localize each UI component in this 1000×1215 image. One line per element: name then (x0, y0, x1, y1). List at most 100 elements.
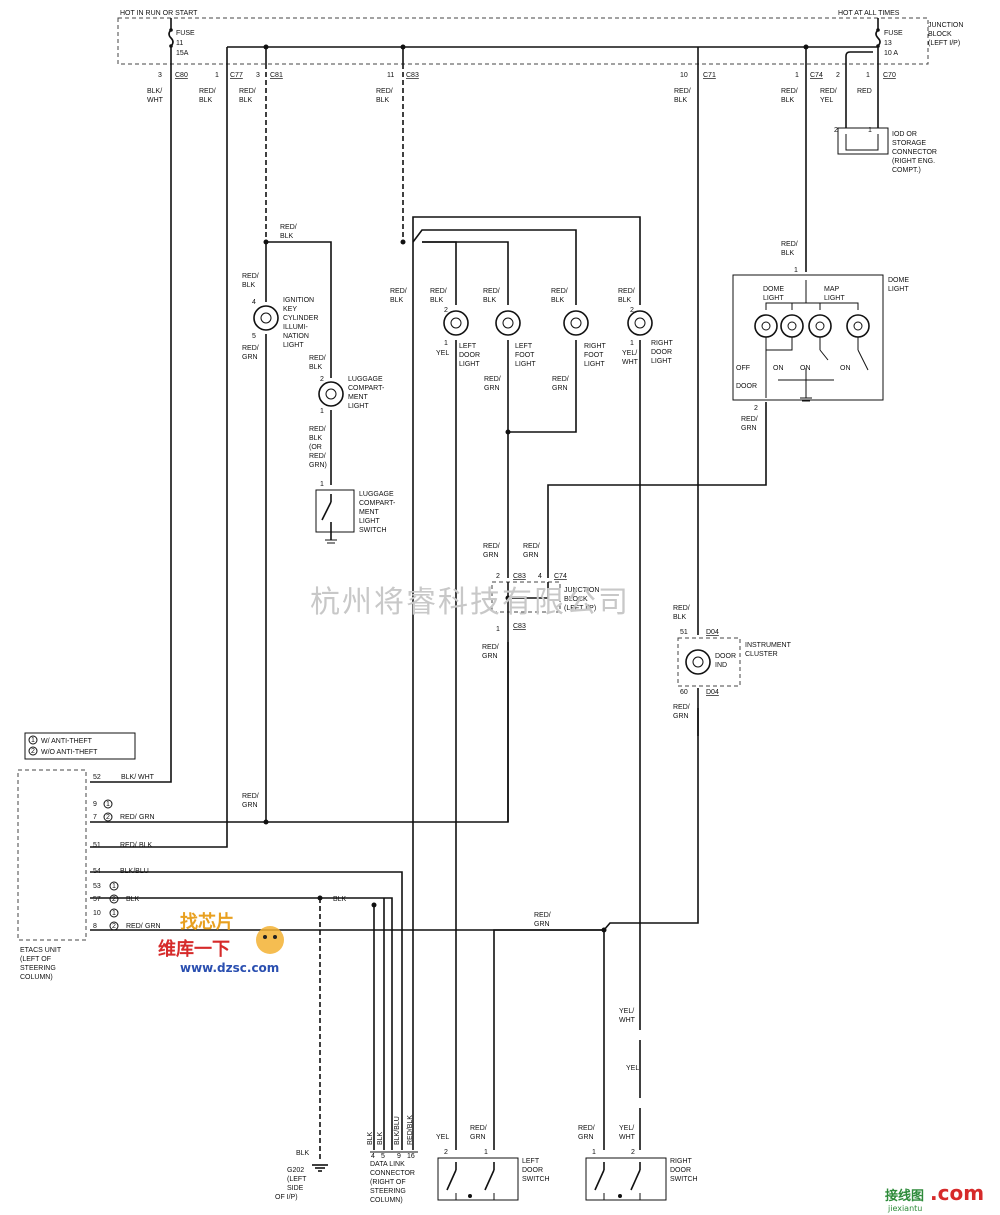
svg-text:STEERING: STEERING (20, 965, 56, 972)
svg-text:1: 1 (320, 481, 324, 488)
wire-yelwht-2: WHT (619, 1017, 636, 1024)
wire-yelwht-b1: YEL/ (619, 1125, 634, 1132)
svg-text:LIGHT: LIGHT (359, 518, 380, 525)
wire-blk-wht-2: WHT (147, 97, 164, 104)
pin-c74: 1 (795, 72, 799, 79)
wire-ign-in-1: RED/ (242, 273, 259, 280)
wire-ground-blk: BLK (296, 1150, 310, 1157)
conn-c71: C71 (703, 72, 716, 79)
company-watermark: 杭州将睿科技有限公司 (310, 585, 630, 620)
wire-jb-in-2: GRN (483, 552, 499, 559)
wire-lfl-out-2: GRN (484, 385, 500, 392)
right-door-switch: 1 2 RIGHT DOOR SWITCH (585, 1149, 698, 1201)
svg-text:ON: ON (773, 365, 784, 372)
svg-text:2: 2 (630, 307, 634, 314)
wire-c81-2: BLK (239, 97, 253, 104)
svg-text:www.dzsc.com: www.dzsc.com (180, 961, 279, 975)
svg-text:1: 1 (592, 1149, 596, 1156)
wire-c81-1: RED/ (239, 88, 256, 95)
svg-text:RED/: RED/ (120, 842, 137, 849)
wire-rdl-out-1: YEL/ (622, 350, 637, 357)
svg-text:9: 9 (93, 801, 97, 808)
data-link-connector: 4 5 9 16 DATA LINK CONNECTOR (RIGHT OF S… (367, 1115, 418, 1204)
svg-text:DOOR: DOOR (670, 1167, 691, 1174)
wire-jb-out-2: GRN (482, 653, 498, 660)
svg-text:LIGHT: LIGHT (459, 361, 480, 368)
left-door-light: 2 1 LEFT DOOR LIGHT (443, 307, 480, 368)
conn-c77: C77 (230, 72, 243, 79)
svg-text:1: 1 (112, 883, 116, 890)
wire-ldl-1: RED/ (430, 288, 447, 295)
svg-text:STORAGE: STORAGE (892, 140, 926, 147)
svg-text:RIGHT: RIGHT (670, 1158, 693, 1165)
svg-text:2: 2 (112, 896, 116, 903)
svg-text:JUNCTION: JUNCTION (564, 587, 599, 594)
junction-block-label-1: JUNCTION (928, 22, 963, 29)
wire-dome-in-1: RED/ (781, 241, 798, 248)
svg-text:2: 2 (106, 814, 110, 821)
svg-text:4: 4 (538, 573, 542, 580)
svg-text:SWITCH: SWITCH (670, 1176, 698, 1183)
svg-text:STEERING: STEERING (370, 1188, 406, 1195)
conn-c74: C74 (810, 72, 823, 79)
svg-text:C74: C74 (554, 573, 567, 580)
svg-text:IOD OR: IOD OR (892, 131, 917, 138)
fuse-11-number: 11 (176, 40, 183, 47)
wire-c81b-2: BLK (280, 233, 294, 240)
wire-lug-or-5: GRN) (309, 462, 327, 469)
wire-switch-2: GRN (534, 921, 550, 928)
svg-text:COLUMN): COLUMN) (20, 974, 53, 981)
pin-c83: 11 (387, 72, 394, 79)
svg-text:W/ ANTI-THEFT: W/ ANTI-THEFT (41, 738, 93, 745)
wire-ic-out-2: GRN (673, 713, 689, 720)
svg-text:FOOT: FOOT (584, 352, 604, 359)
svg-text:G202: G202 (287, 1167, 304, 1174)
svg-text:SWITCH: SWITCH (522, 1176, 550, 1183)
instrument-cluster: 51 D04 60 D04 DOOR IND INSTRUMENT CLUSTE… (677, 629, 792, 696)
svg-text:(LEFT: (LEFT (287, 1176, 307, 1183)
wire-c71-1: RED/ (674, 88, 691, 95)
iod-connector: 2 1 IOD OR STORAGE CONNECTOR (RIGHT ENG.… (834, 127, 937, 174)
wire-c83b-2: BLK (390, 297, 404, 304)
svg-text:C83: C83 (513, 573, 526, 580)
wire-red-yel-2: YEL (820, 97, 833, 104)
svg-text:LEFT: LEFT (459, 343, 477, 350)
hot-run-label: HOT IN RUN OR START (120, 10, 198, 17)
hot-always-label: HOT AT ALL TIMES (838, 10, 900, 17)
svg-text:1: 1 (320, 408, 324, 415)
svg-text:OFF: OFF (736, 365, 750, 372)
wire-rdl-out-2: WHT (622, 359, 639, 366)
wire-dome-in-2: BLK (781, 250, 795, 257)
svg-text:LUGGAGE: LUGGAGE (359, 491, 394, 498)
svg-text:51: 51 (680, 629, 688, 636)
svg-text:(RIGHT OF: (RIGHT OF (370, 1179, 406, 1186)
svg-text:SWITCH: SWITCH (359, 527, 387, 534)
wire-rfl-1: RED/ (551, 288, 568, 295)
wire-labels: BLK/ WHT RED/ BLK RED/ BLK RED/ BLK RED/… (147, 88, 872, 1157)
pin-c70-2: 2 (836, 72, 840, 79)
wire-c77-1: RED/ (199, 88, 216, 95)
svg-text:1: 1 (31, 737, 35, 744)
svg-text:W/O ANTI-THEFT: W/O ANTI-THEFT (41, 749, 98, 756)
svg-text:BLK: BLK (126, 896, 140, 903)
svg-text:1: 1 (794, 267, 798, 274)
wires (90, 64, 879, 1160)
junction-block-label-2: BLOCK (928, 31, 952, 38)
pin-c77: 1 (215, 72, 219, 79)
wire-c83-2: BLK (376, 97, 390, 104)
top-connector-labels: 3 C80 1 C77 3 C81 11 C83 10 C71 1 C74 2 … (158, 72, 896, 79)
wire-c81b-1: RED/ (280, 224, 297, 231)
wire-lug-in-1: RED/ (309, 355, 326, 362)
wire-rfl-2: BLK (551, 297, 565, 304)
wire-c74-1: RED/ (781, 88, 798, 95)
svg-text:LIGHT: LIGHT (763, 295, 784, 302)
svg-text:RED/: RED/ (126, 923, 143, 930)
svg-text:DOOR: DOOR (736, 383, 757, 390)
wire-ic-in-2: BLK (673, 614, 687, 621)
svg-text:2: 2 (834, 127, 838, 134)
svg-text:LIGHT: LIGHT (888, 286, 909, 293)
etacs-unit: ETACS UNIT (LEFT OF STEERING COLUMN) 52 … (17, 769, 161, 981)
svg-text:LUGGAGE: LUGGAGE (348, 376, 383, 383)
conn-c81: C81 (270, 72, 283, 79)
wire-switch-1: RED/ (534, 912, 551, 919)
